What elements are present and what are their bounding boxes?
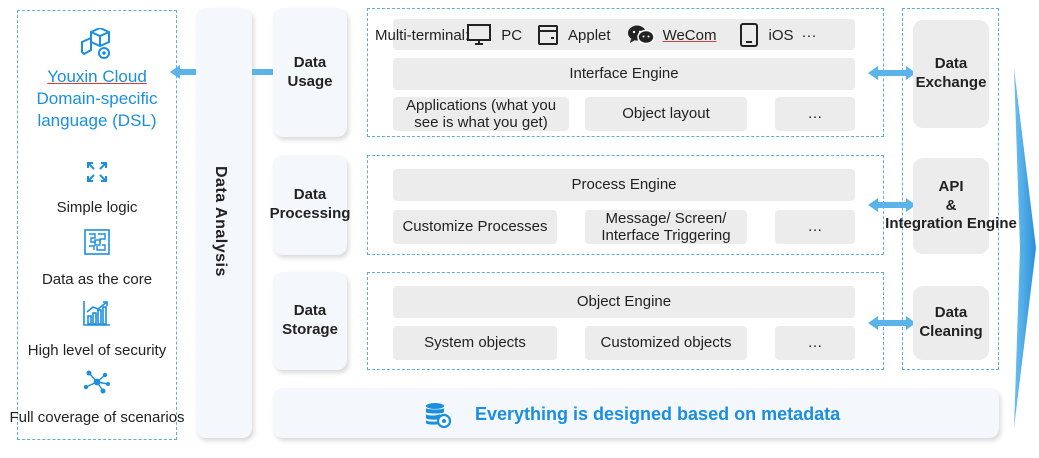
terminal-prefix: Multi-terminal: [375,26,470,44]
processing-more-box: … [775,210,855,244]
terminal-pc-label: PC [501,26,523,44]
api-integration-label: API & Integration Engine [876,158,1026,254]
metadata-footer [273,388,999,438]
dsl-title-line3: language (DSL) [37,111,157,130]
monitor-icon [467,24,492,45]
storage-more-box: … [775,326,855,360]
layer-processing-line1: Data [293,186,327,204]
network-nodes-icon [83,370,110,394]
bar-chart-icon [83,301,110,326]
usage-exchange-arrow [868,66,916,80]
layer-storage-line2: Storage [282,321,338,338]
object-layout-box: Object layout [585,97,747,131]
layer-storage-line1: Data [293,302,327,320]
customize-processes-box: Customize Processes [393,210,557,244]
terminal-wecom-label: WeCom [662,26,717,44]
layer-processing-line2: Processing [269,205,351,222]
processing-api-arrow [868,198,916,212]
layer-usage-line1: Data [293,53,327,71]
data-cleaning-line1: Data [934,304,968,322]
terminal-applet-label: Applet [568,26,611,44]
layer-usage-line2: Usage [287,72,333,90]
cube-icon [81,28,110,59]
terminal-applet: Applet [538,25,611,45]
feature-data-core: Data as the core [41,271,153,288]
database-gear-icon [426,403,451,428]
data-exchange-line1: Data [934,55,968,73]
data-exchange-line2: Exchange [915,74,987,91]
data-cleaning-line2: Cleaning [919,323,983,340]
data-cleaning-card: Data Cleaning [913,286,989,360]
window-icon [538,25,559,45]
wecom-chat-icon [627,25,655,45]
dsl-panel [17,10,177,440]
data-analysis-column [196,8,252,438]
feature-simple-logic: Simple logic [56,199,138,216]
layer-storage-label: Data Storage [273,272,347,370]
integration-panel [902,8,999,370]
applications-line1: Applications (what you [405,96,557,114]
terminals-row: Multi-terminal: PC Applet WeCom iOS ··· [375,21,817,49]
api-line3: Integration Engine [885,215,1017,233]
triggering-box: Message/ Screen/ Interface Triggering [585,210,747,244]
storage-cleaning-arrow [868,316,916,330]
phone-icon [740,23,759,47]
layer-processing-card [273,155,347,255]
data-analysis-label: Data Analysis [212,166,229,277]
layer-usage-label: Data Usage [273,8,347,137]
applications-box: Applications (what you see is what you g… [393,97,569,131]
terminal-more: ··· [801,26,817,44]
terminal-ios-label: iOS [768,26,794,44]
applications-line2: see is what you get) [414,114,548,131]
layer-storage-card [273,272,347,370]
flow-chevron-icon [1014,68,1036,428]
object-engine-box: Object Engine [393,286,855,318]
circuit-icon [84,229,110,255]
terminal-ios: iOS [740,23,794,47]
dsl-title-line1-text: Youxin Cloud [47,67,147,86]
usage-more-box: … [775,97,855,131]
feature-full-coverage: Full coverage of scenarios [9,409,185,426]
layer-processing-label: Data Processing [265,155,355,255]
api-integration-card [913,158,989,254]
data-exchange-card: Data Exchange [913,20,989,128]
metadata-footer-text: Everything is designed based on metadata [475,404,841,424]
feature-security: High level of security [27,342,167,359]
dsl-title-line1: Youxin Cloud [17,66,177,88]
api-line2: & [945,196,957,214]
dsl-title: Youxin Cloud Domain-specific language (D… [17,66,177,132]
terminal-pc: PC [467,24,522,46]
triggering-line1: Message/ Screen/ [605,209,727,227]
customized-objects-box: Customized objects [585,326,747,360]
process-engine-box: Process Engine [393,169,855,201]
terminal-wecom: WeCom [627,24,717,46]
expand-arrows-icon [87,162,107,182]
layer-usage-card [273,8,347,137]
dsl-title-line2: Domain-specific [36,89,158,108]
system-objects-box: System objects [393,326,557,360]
interface-engine-box: Interface Engine [393,58,855,90]
dsl-analysis-arrow [170,65,200,79]
api-line1: API [938,177,964,195]
triggering-line2: Interface Triggering [601,227,731,244]
